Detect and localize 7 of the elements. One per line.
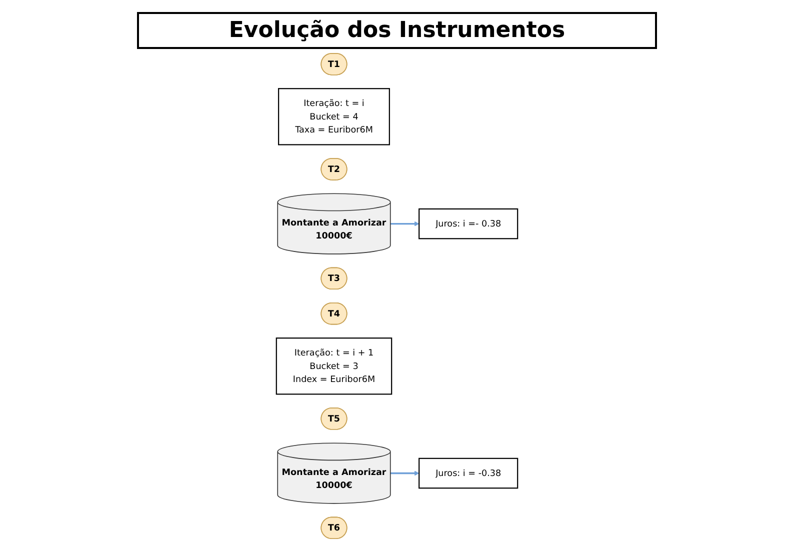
node-box: Juros: i =- 0.38 [418, 208, 518, 240]
node-box: Juros: i = -0.38 [418, 458, 518, 489]
arrow [390, 470, 420, 476]
arrow [390, 221, 420, 226]
diagram-title: Evolução dos Instrumentos [136, 12, 658, 49]
node-box: Iteração: t = i Bucket = 4 Taxa = Euribor6M [278, 88, 390, 146]
node-box: Iteração: t = i + 1 Bucket = 3 Index = Euribor6M [276, 338, 392, 395]
